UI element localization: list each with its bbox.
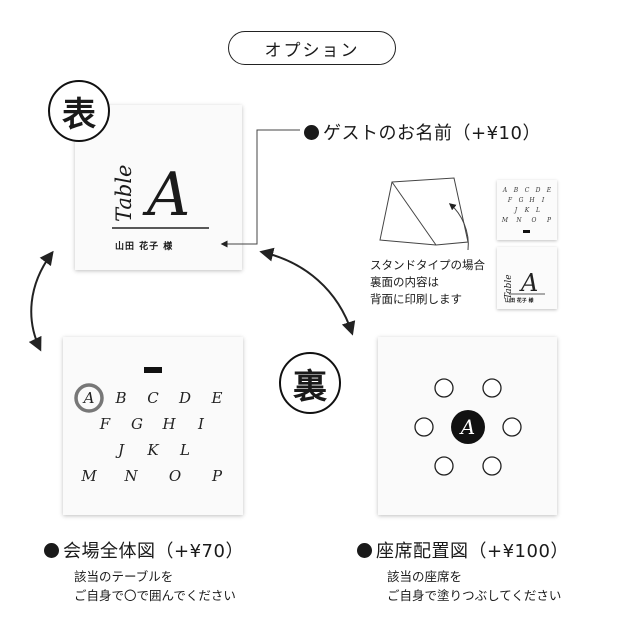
thumbnail-letter: F bbox=[507, 197, 513, 204]
table-letter: P bbox=[211, 467, 223, 485]
table-letter: E bbox=[211, 389, 223, 407]
bullet-dot bbox=[304, 125, 319, 140]
svg-text:Table: Table bbox=[504, 274, 514, 299]
seat-chart-desc-line: 該当の座席を bbox=[387, 569, 463, 584]
thumbnail-letter: G bbox=[519, 197, 524, 204]
thumbnail-letter: N bbox=[515, 217, 522, 224]
svg-text:A: A bbox=[519, 269, 538, 297]
table-letter: C bbox=[147, 389, 159, 407]
bullet-dot bbox=[44, 543, 59, 558]
thumbnail-letter: L bbox=[535, 207, 540, 214]
guest-option-text: ゲストのお名前（+¥10） bbox=[323, 123, 541, 144]
venue-map-desc-line: 該当のテーブルを bbox=[74, 569, 174, 584]
venue-map-label: 会場全体図（+¥70） bbox=[44, 537, 244, 563]
thumbnail-letter: P bbox=[546, 217, 552, 224]
venue-map-desc-line: ご自身で〇で囲んでください bbox=[74, 588, 236, 603]
thumbnail-marker-bar bbox=[523, 230, 530, 233]
seat-circle bbox=[502, 417, 522, 437]
table-letter: B bbox=[114, 389, 126, 407]
venue-map-card bbox=[63, 337, 243, 515]
seat-circle bbox=[482, 378, 502, 398]
thumbnail-letter: D bbox=[535, 187, 541, 194]
seat-chart-art: A bbox=[414, 378, 522, 476]
front-card: Table A bbox=[75, 105, 242, 270]
seat-chart-desc: 該当の座席を ご自身で塗りつぶしてください bbox=[387, 567, 561, 605]
table-letter: D bbox=[178, 389, 191, 407]
thumbnail-letter: J bbox=[513, 207, 518, 214]
seat-circle bbox=[414, 417, 434, 437]
front-monogram: A bbox=[142, 160, 190, 230]
stand-note: スタンドタイプの場合 裏面の内容は 背面に印刷します bbox=[370, 257, 485, 308]
table-letter: N bbox=[123, 467, 138, 485]
thumbnail-letter: A bbox=[502, 187, 508, 194]
stand-tent-illustration bbox=[379, 177, 469, 246]
guest-option-label: ゲストのお名前（+¥10） bbox=[304, 119, 541, 145]
map-marker-bar bbox=[144, 367, 162, 373]
option-header: オプション bbox=[228, 31, 396, 65]
center-double-arrow bbox=[259, 247, 356, 336]
front-card-art: Table A bbox=[112, 160, 209, 230]
selected-table-circle bbox=[74, 383, 104, 413]
table-letter: L bbox=[179, 441, 190, 459]
script-word: Table bbox=[112, 165, 136, 222]
stand-note-line: スタンドタイプの場合 bbox=[370, 258, 485, 272]
table-letter: J bbox=[115, 441, 125, 459]
stand-note-line: 背面に印刷します bbox=[370, 292, 462, 306]
thumbnail-letter: E bbox=[546, 187, 552, 194]
front-badge-label: 表 bbox=[62, 94, 96, 135]
thumbnail-letter: I bbox=[541, 197, 545, 204]
venue-map-text: 会場全体図（+¥70） bbox=[63, 541, 244, 562]
thumbnail-front: Table A bbox=[497, 247, 557, 309]
seat-chart-text: 座席配置図（+¥100） bbox=[376, 541, 569, 562]
table-letter: F bbox=[99, 415, 111, 433]
thumbnail-front-art: Table A bbox=[504, 269, 545, 299]
table-letter: H bbox=[161, 415, 176, 433]
center-table-circle bbox=[451, 410, 485, 444]
thumbnail-letter: C bbox=[525, 187, 530, 194]
table-letter: M bbox=[80, 467, 97, 485]
front-guest-name: 山田 花子 様 bbox=[115, 242, 174, 252]
stand-note-line: 裏面の内容は bbox=[370, 275, 439, 289]
left-double-arrow bbox=[28, 250, 54, 352]
seat-circle bbox=[482, 456, 502, 476]
back-badge: 裏 bbox=[279, 352, 341, 414]
seat-monogram: A bbox=[459, 415, 475, 439]
venue-map-desc: 該当のテーブルを ご自身で〇で囲んでください bbox=[74, 567, 236, 605]
back-badge-label: 裏 bbox=[293, 366, 327, 407]
table-letter: I bbox=[197, 415, 205, 433]
table-letter: A bbox=[82, 389, 95, 407]
seat-circle bbox=[434, 456, 454, 476]
seat-chart-desc-line: ご自身で塗りつぶしてください bbox=[387, 588, 562, 603]
seat-circle bbox=[434, 378, 454, 398]
tent-shape bbox=[379, 177, 469, 246]
table-letter: K bbox=[146, 441, 159, 459]
table-letter: G bbox=[131, 415, 143, 433]
table-letter: O bbox=[169, 467, 181, 485]
bullet-dot bbox=[357, 543, 372, 558]
front-badge: 表 bbox=[48, 80, 110, 142]
thumbnail-letter: M bbox=[501, 217, 509, 224]
thumbnail-letter: H bbox=[528, 197, 535, 204]
thumbnail-letter: K bbox=[524, 207, 530, 214]
thumbnail-guest-name: 山田 花子 様 bbox=[505, 298, 534, 304]
thumbnail-letter: B bbox=[513, 187, 519, 194]
seat-chart-label: 座席配置図（+¥100） bbox=[357, 537, 569, 563]
option-header-label: オプション bbox=[264, 40, 360, 61]
thumbnail-letter: O bbox=[532, 217, 537, 224]
